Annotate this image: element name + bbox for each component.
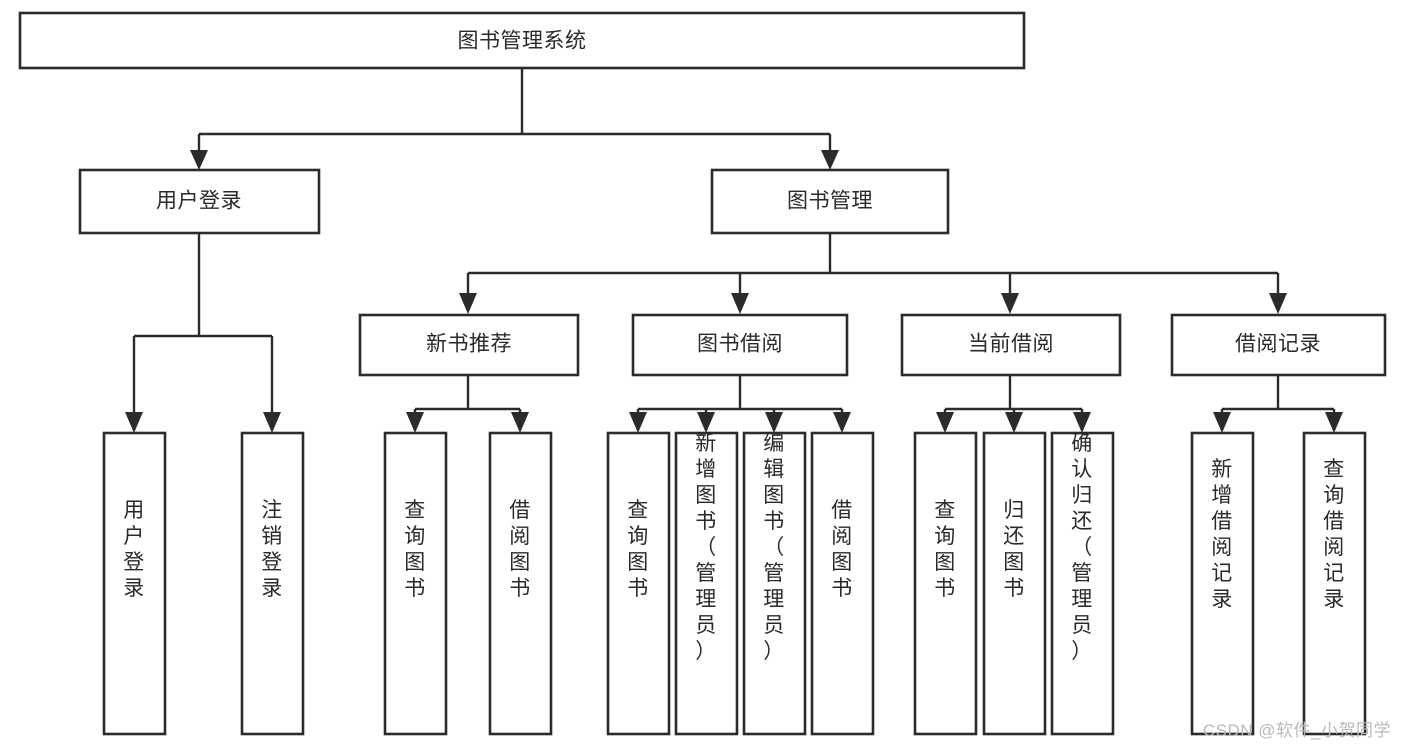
leaf-borrow-record-2[interactable]: 查询借阅记录 <box>1302 431 1367 736</box>
leaf-label: 查询图书 <box>627 499 649 600</box>
node-new-book-recommend-label: 新书推荐 <box>426 333 512 356</box>
leaf-box[interactable] <box>982 431 1047 736</box>
node-book-management-label: 图书管理 <box>787 190 873 213</box>
leaf-user-login-2[interactable]: 注销登录 <box>240 431 305 736</box>
leaf-label: 确认归还（管理员） <box>1071 432 1093 663</box>
node-borrow-record-box[interactable] <box>1170 313 1387 377</box>
arrow-head <box>406 412 424 433</box>
arrow-head <box>511 412 529 433</box>
arrow-head <box>833 412 851 433</box>
leaf-box[interactable] <box>1190 431 1255 736</box>
node-user-login[interactable]: 用户登录 <box>78 168 321 235</box>
node-borrow-record-label: 借阅记录 <box>1235 333 1321 356</box>
leaf-new-book-1[interactable]: 查询图书 <box>383 431 448 736</box>
leaf-box[interactable] <box>1302 431 1367 736</box>
leaf-box[interactable] <box>383 431 448 736</box>
node-book-borrow-box[interactable] <box>631 313 849 377</box>
arrow-head <box>1005 412 1023 433</box>
node-root-label: 图书管理系统 <box>458 30 587 53</box>
node-book-management[interactable]: 图书管理 <box>710 168 950 235</box>
arrow-head <box>459 293 477 314</box>
arrow-head <box>1325 412 1343 433</box>
leaf-box[interactable] <box>913 431 978 736</box>
leaf-book-borrow-1[interactable]: 查询图书 <box>606 431 671 736</box>
arrow-head <box>1213 412 1231 433</box>
leaf-label: 查询图书 <box>404 499 426 600</box>
leaf-box[interactable] <box>240 431 305 736</box>
arrow-head <box>936 412 954 433</box>
leaf-label: 编辑图书（管理员） <box>763 432 785 663</box>
arrow-head <box>1001 293 1019 314</box>
leaf-label: 用户登录 <box>123 499 145 600</box>
leaf-box[interactable] <box>742 431 807 736</box>
node-book-borrow-label: 图书借阅 <box>697 333 783 356</box>
leaf-label: 借阅图书 <box>509 499 531 600</box>
arrow-head <box>1269 293 1287 314</box>
leaf-book-borrow-4[interactable]: 借阅图书 <box>810 431 875 736</box>
watermark-label: CSDN @软件_小贺同学 <box>1202 721 1391 740</box>
arrow-head <box>263 412 281 433</box>
leaf-box[interactable] <box>674 431 739 736</box>
connector-currentborrow-to-leaves <box>936 375 1091 433</box>
node-new-book-recommend[interactable]: 新书推荐 <box>358 313 580 377</box>
leaf-current-borrow-3[interactable]: 确认归还（管理员） <box>1050 431 1115 736</box>
leaf-label: 查询借阅记录 <box>1323 458 1345 611</box>
node-current-borrow-label: 当前借阅 <box>968 333 1054 356</box>
connector-root-to-level2 <box>190 68 839 170</box>
leaf-box[interactable] <box>1050 431 1115 736</box>
node-book-borrow[interactable]: 图书借阅 <box>631 313 849 377</box>
node-user-login-box[interactable] <box>78 168 321 235</box>
node-current-borrow-box[interactable] <box>900 313 1122 377</box>
leaf-box[interactable] <box>606 431 671 736</box>
arrow-head <box>629 412 647 433</box>
node-borrow-record[interactable]: 借阅记录 <box>1170 313 1387 377</box>
leaf-box[interactable] <box>810 431 875 736</box>
leaf-box[interactable] <box>102 431 167 736</box>
arrow-head <box>125 412 143 433</box>
leaf-box[interactable] <box>488 431 553 736</box>
leaf-label: 注销登录 <box>261 499 283 600</box>
arrow-head <box>731 293 749 314</box>
connector-userlogin-to-leaves <box>125 233 281 433</box>
arrow-head <box>765 412 783 433</box>
leaf-book-borrow-3[interactable]: 编辑图书（管理员） <box>742 431 807 736</box>
leaf-current-borrow-1[interactable]: 查询图书 <box>913 431 978 736</box>
leaf-label: 新增借阅记录 <box>1211 458 1233 611</box>
leaf-current-borrow-2[interactable]: 归还图书 <box>982 431 1047 736</box>
leaf-borrow-record-1[interactable]: 新增借阅记录 <box>1190 431 1255 736</box>
arrow-head <box>190 150 208 170</box>
arrow-head <box>697 412 715 433</box>
node-root-box[interactable] <box>18 11 1026 70</box>
leaf-label: 新增图书（管理员） <box>695 432 717 663</box>
leaf-label: 借阅图书 <box>831 499 853 600</box>
connector-borrowrecord-to-leaves <box>1213 375 1343 433</box>
node-current-borrow[interactable]: 当前借阅 <box>900 313 1122 377</box>
arrow-head <box>1073 412 1091 433</box>
node-new-book-recommend-box[interactable] <box>358 313 580 377</box>
leaf-label: 归还图书 <box>1003 499 1025 600</box>
leaf-user-login-1[interactable]: 用户登录 <box>102 431 167 736</box>
leaf-new-book-2[interactable]: 借阅图书 <box>488 431 553 736</box>
connector-bookborrow-to-leaves <box>629 375 851 433</box>
node-root[interactable]: 图书管理系统 <box>18 11 1026 70</box>
leaf-book-borrow-2[interactable]: 新增图书（管理员） <box>674 431 739 736</box>
connector-booksystem-to-level3 <box>459 233 1287 314</box>
node-book-management-box[interactable] <box>710 168 950 235</box>
leaf-label: 查询图书 <box>934 499 956 600</box>
arrow-head <box>821 150 839 170</box>
connector-newbook-to-leaves <box>406 375 529 433</box>
node-user-login-label: 用户登录 <box>156 190 242 213</box>
